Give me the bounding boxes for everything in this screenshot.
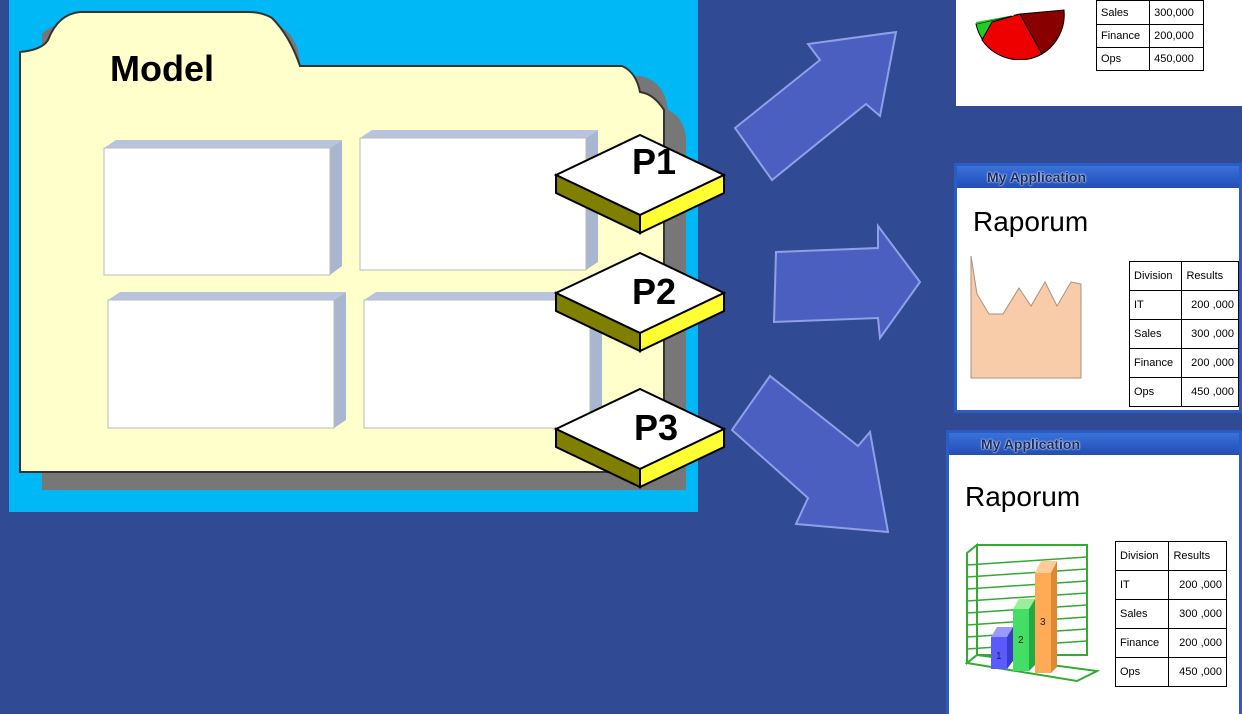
arrow-p1 (733, 30, 898, 182)
cube-label-p1: P1 (631, 141, 677, 182)
flow-arrows (730, 30, 922, 534)
model-cards (103, 130, 602, 429)
cube-label-p2: P2 (631, 271, 677, 312)
pie-slice-red (981, 13, 1043, 60)
cube-label-p3: P3 (633, 407, 679, 448)
window-title: My Application (987, 169, 1087, 185)
window-titlebar (957, 166, 1239, 188)
bar-label-3: 3 (1040, 617, 1046, 628)
pie-chart: 20% 20% (975, 1, 1065, 60)
cube-p3 (553, 387, 727, 489)
report-window-3: My Application Raporum 1 2 (946, 430, 1242, 714)
area-chart (970, 255, 1082, 379)
arrow-p3 (730, 374, 890, 534)
partition-cubes (553, 133, 727, 489)
report-heading: Raporum (973, 206, 1089, 237)
bar-label-1: 1 (996, 651, 1002, 662)
model-title: Model (110, 48, 214, 89)
cube-p2 (553, 251, 727, 353)
window-title: My Application (981, 436, 1081, 452)
arrow-p2 (772, 223, 922, 341)
area-series (970, 255, 1082, 379)
pie-label-2: 20% (1038, 1, 1053, 8)
bar-3d-chart: 1 2 3 (964, 542, 1101, 683)
bar-1: 1 (991, 627, 1013, 669)
bar-3: 3 (1035, 561, 1057, 673)
pie-slice-dark (1019, 9, 1065, 55)
report-heading: Raporum (965, 481, 1081, 512)
model-folder-graphic (19, 11, 686, 490)
window-titlebar (949, 433, 1239, 455)
bar-2: 2 (1013, 599, 1035, 671)
cube-p1 (553, 133, 727, 235)
bar-label-2: 2 (1018, 635, 1024, 646)
pie-label-1: 20% (1000, 11, 1015, 18)
